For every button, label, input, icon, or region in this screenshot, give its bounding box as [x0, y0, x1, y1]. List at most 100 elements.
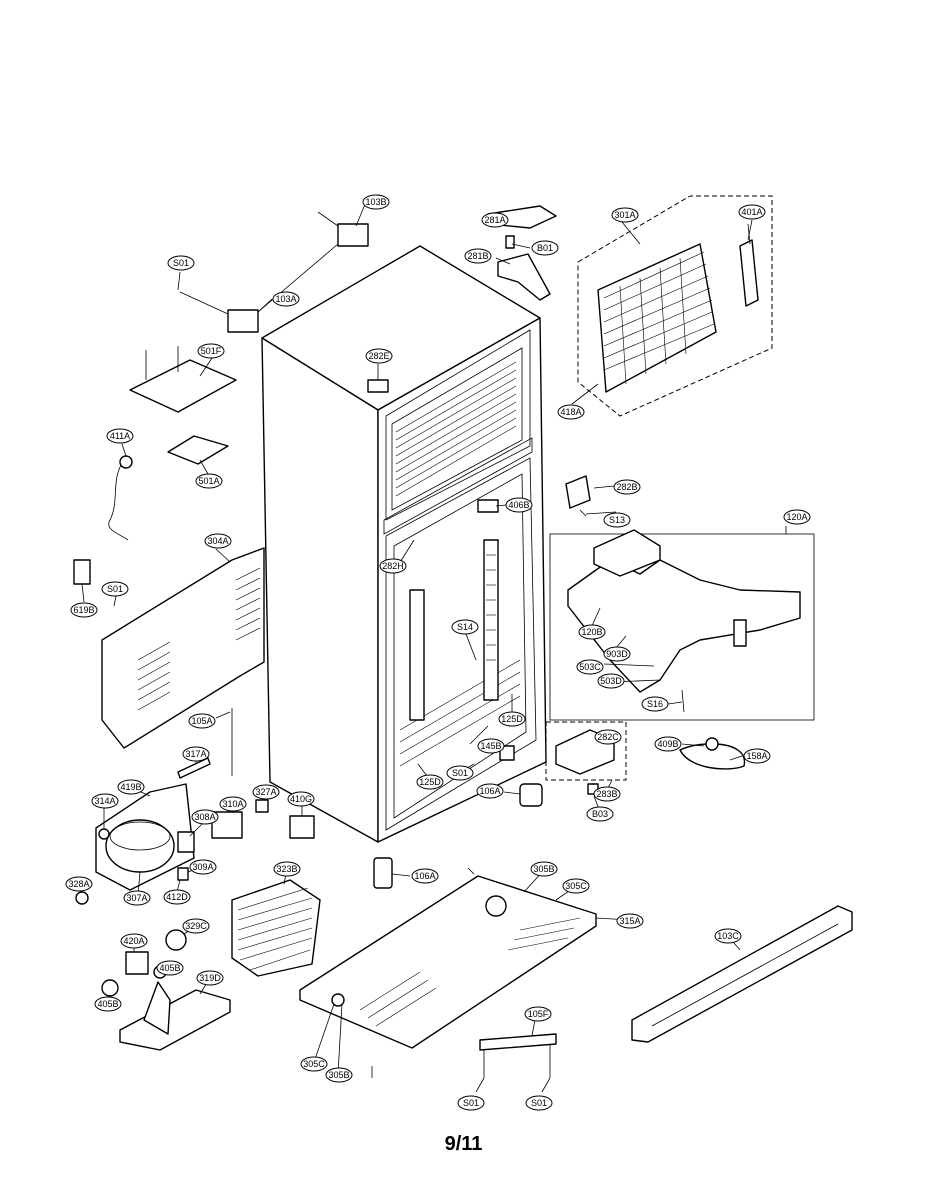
callout-text: 501A [198, 476, 219, 486]
callout-282b: 282B [613, 479, 641, 495]
callout-b03: B03 [586, 806, 614, 822]
callout-106a: 106A [411, 868, 439, 884]
callout-s16: S16 [641, 696, 669, 712]
callout-text: 103B [365, 197, 386, 207]
callout-103a: 103A [272, 291, 300, 307]
callout-411a: 411A [106, 428, 134, 444]
callout-text: 418A [560, 407, 581, 417]
callout-304a: 304A [204, 533, 232, 549]
callout-305c: 305C [300, 1056, 328, 1072]
callout-text: 903D [606, 649, 628, 659]
callout-text: 305B [533, 864, 554, 874]
callout-text: 125D [419, 777, 441, 787]
callout-text: 158A [746, 751, 767, 761]
callout-319d: 319D [196, 970, 224, 986]
callout-125d: 125D [416, 774, 444, 790]
callout-103b: 103B [362, 194, 390, 210]
callout-323b: 323B [273, 861, 301, 877]
callout-409b: 409B [654, 736, 682, 752]
callout-305b: 305B [325, 1067, 353, 1083]
callout-s01: S01 [525, 1095, 553, 1111]
callout-text: 308A [194, 812, 215, 822]
callout-text: 401A [741, 207, 762, 217]
callout-text: 310A [222, 799, 243, 809]
callout-text: S13 [609, 515, 625, 525]
callout-420a: 420A [120, 933, 148, 949]
callout-text: 315A [619, 916, 640, 926]
callout-text: 406B [508, 500, 529, 510]
callout-text: S01 [463, 1098, 479, 1108]
callout-406b: 406B [505, 497, 533, 513]
callout-text: 501F [201, 346, 222, 356]
callout-text: 103A [275, 294, 296, 304]
callout-s01: S01 [167, 255, 195, 271]
callout-text: 106A [414, 871, 435, 881]
callout-501f: 501F [197, 343, 225, 359]
callout-text: 103C [717, 931, 739, 941]
callout-158a: 158A [743, 748, 771, 764]
callout-labels: 103B 281A 301A 401A S01 B01 281B 103A 501F 282E 41… [65, 194, 811, 1111]
callout-text: 314A [94, 796, 115, 806]
callout-503d: 503D [597, 673, 625, 689]
callout-s14: S14 [451, 619, 479, 635]
callout-305b: 305B [530, 861, 558, 877]
callout-text: 106A [479, 786, 500, 796]
callout-text: 329C [185, 921, 207, 931]
callout-120b: 120B [578, 624, 606, 640]
callout-text: 281A [484, 215, 505, 225]
callout-text: 405B [159, 963, 180, 973]
callout-text: 328A [68, 879, 89, 889]
callout-text: 317A [185, 749, 206, 759]
callout-105a: 105A [188, 713, 216, 729]
callout-text: 105A [191, 716, 212, 726]
callout-282c: 282C [594, 729, 622, 745]
callout-s13: S13 [603, 512, 631, 528]
callout-281a: 281A [481, 212, 509, 228]
callout-301a: 301A [611, 207, 639, 223]
callout-308a: 308A [191, 809, 219, 825]
callout-105f: 105F [524, 1006, 552, 1022]
callout-text: 323B [276, 864, 297, 874]
callout-text: B01 [537, 243, 553, 253]
callout-314a: 314A [91, 793, 119, 809]
callout-text: 305C [303, 1059, 325, 1069]
callout-text: B03 [592, 809, 608, 819]
callout-281b: 281B [464, 248, 492, 264]
callout-327a: 327A [252, 784, 280, 800]
callout-text: 405B [97, 999, 118, 1009]
callout-text: S01 [173, 258, 189, 268]
callout-text: 419B [120, 782, 141, 792]
callout-text: 307A [126, 893, 147, 903]
callout-text: 409B [657, 739, 678, 749]
callout-text: 305C [565, 881, 587, 891]
callout-text: S01 [531, 1098, 547, 1108]
callout-text: 105F [528, 1009, 549, 1019]
callout-s01: S01 [457, 1095, 485, 1111]
callout-619b: 619B [70, 602, 98, 618]
cabinet-103a [261, 245, 547, 843]
callout-282e: 282E [365, 348, 393, 364]
callout-283b: 283B [593, 786, 621, 802]
callout-419b: 419B [117, 779, 145, 795]
callout-125d: 125D [498, 711, 526, 727]
callout-text: 283B [596, 789, 617, 799]
callout-315a: 315A [616, 913, 644, 929]
callout-501a: 501A [195, 473, 223, 489]
callout-text: 125D [501, 714, 523, 724]
callout-text: 309A [192, 862, 213, 872]
callout-text: 120A [786, 512, 807, 522]
callout-text: 503D [600, 676, 622, 686]
callout-106a: 106A [476, 783, 504, 799]
callout-text: 411A [110, 431, 130, 441]
callout-text: 282C [597, 732, 619, 742]
callout-b01: B01 [531, 240, 559, 256]
callout-310a: 310A [219, 796, 247, 812]
callout-282h: 282H [379, 558, 407, 574]
callout-text: S01 [107, 584, 123, 594]
callout-text: 120B [581, 627, 602, 637]
callout-405b: 405B [94, 996, 122, 1012]
callout-text: 301A [614, 210, 635, 220]
callout-text: 282B [616, 482, 637, 492]
callout-text: 282E [368, 351, 389, 361]
